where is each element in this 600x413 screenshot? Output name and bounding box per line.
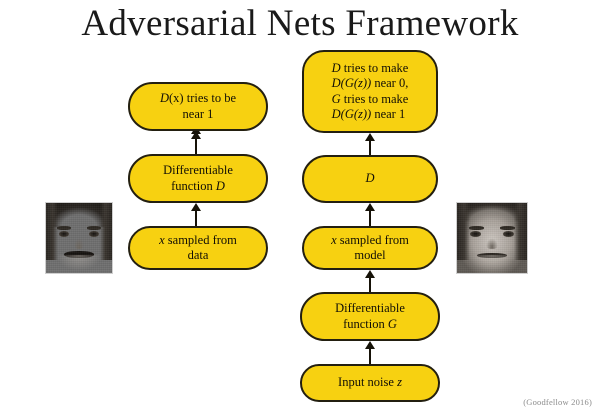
eye-right bbox=[502, 231, 514, 237]
node-d-x-objective[interactable]: D(x) tries to be near 1 bbox=[128, 82, 268, 131]
node-x-sampled-from-model[interactable]: x sampled from model bbox=[302, 226, 438, 270]
node-d-x-objective-text: D(x) tries to be near 1 bbox=[152, 91, 244, 122]
line-2: model bbox=[354, 248, 386, 262]
node-x-sampled-from-model-text: x sampled from model bbox=[323, 233, 417, 264]
node-differentiable-function-d[interactable]: Differentiable function D bbox=[128, 154, 268, 203]
generated-face-sample-image bbox=[456, 202, 528, 274]
line-1: Input noise z bbox=[338, 375, 402, 390]
chin-highlight bbox=[57, 254, 101, 271]
eye-right bbox=[88, 231, 100, 237]
hair-region bbox=[457, 203, 527, 222]
node-discriminator-d-text: D bbox=[357, 171, 382, 187]
line-1: x sampled from bbox=[159, 232, 237, 247]
nose bbox=[73, 238, 85, 250]
arrow-g-to-model bbox=[369, 277, 372, 294]
mouth bbox=[476, 253, 508, 258]
arrow-d-to-dg-objective bbox=[369, 140, 372, 156]
hair-right bbox=[514, 203, 527, 261]
node-discriminator-d[interactable]: D bbox=[302, 155, 438, 203]
node-x-sampled-from-data-text: x sampled from data bbox=[151, 233, 245, 264]
node-input-noise-z-text: Input noise z bbox=[330, 375, 410, 391]
image-grain bbox=[46, 203, 112, 273]
arrow-model-to-d bbox=[369, 210, 372, 227]
line-1: Differentiable bbox=[335, 301, 405, 315]
line-1: D tries to make bbox=[331, 60, 409, 75]
arrow-fd-to-objective bbox=[195, 138, 198, 155]
eyebrow-right bbox=[500, 226, 516, 230]
arrow-noise-to-g bbox=[369, 348, 372, 365]
line-2: data bbox=[187, 248, 209, 262]
line-4: D(G(z)) near 1 bbox=[331, 107, 406, 121]
line-2: near 1 bbox=[182, 106, 214, 121]
mouth bbox=[64, 251, 94, 258]
eyebrow-left bbox=[468, 226, 484, 230]
arrow-data-to-fd bbox=[195, 210, 198, 227]
hair-region bbox=[46, 203, 112, 227]
node-input-noise-z[interactable]: Input noise z bbox=[300, 364, 440, 402]
hair-right bbox=[100, 203, 112, 261]
eyebrow-left bbox=[57, 226, 72, 230]
eyebrow-right bbox=[86, 226, 101, 230]
node-differentiable-function-g[interactable]: Differentiable function G bbox=[300, 292, 440, 341]
chin-highlight bbox=[469, 254, 515, 271]
image-grain bbox=[457, 203, 527, 273]
node-dg-objective[interactable]: D tries to make D(G(z)) near 0, G tries … bbox=[302, 50, 438, 133]
line-1: x sampled from bbox=[331, 232, 409, 247]
attribution-credit: (Goodfellow 2016) bbox=[523, 397, 592, 407]
eye-left bbox=[470, 231, 482, 237]
nose bbox=[486, 238, 498, 250]
node-differentiable-function-d-text: Differentiable function D bbox=[155, 163, 241, 194]
line-2: function D bbox=[171, 178, 225, 193]
node-dg-objective-text: D tries to make D(G(z)) near 0, G tries … bbox=[324, 61, 417, 123]
eye-left bbox=[58, 231, 70, 237]
page-title: Adversarial Nets Framework bbox=[81, 3, 519, 44]
hair-left bbox=[457, 203, 470, 261]
line-2: D(G(z)) near 0, bbox=[331, 76, 409, 90]
real-face-sample-image bbox=[45, 202, 113, 274]
line-1: D(x) tries to be bbox=[159, 91, 237, 105]
node-differentiable-function-g-text: Differentiable function G bbox=[327, 301, 413, 332]
hair-left bbox=[46, 203, 58, 261]
line-1: D bbox=[365, 171, 375, 186]
line-1: Differentiable bbox=[163, 163, 233, 177]
line-3: G tries to make bbox=[331, 91, 409, 106]
node-x-sampled-from-data[interactable]: x sampled from data bbox=[128, 226, 268, 270]
line-2: function G bbox=[343, 316, 397, 331]
